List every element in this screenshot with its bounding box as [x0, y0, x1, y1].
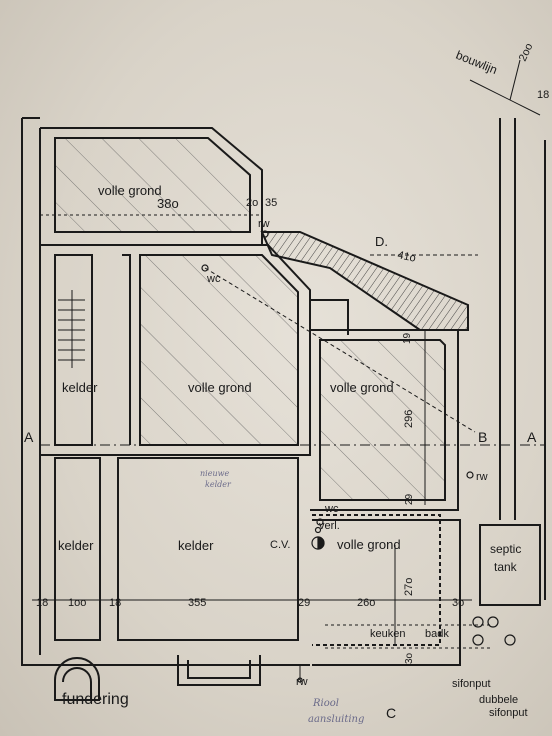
room-kelder-upper: kelder	[62, 380, 98, 395]
section-a-left: A	[24, 429, 34, 445]
d-label: D.	[375, 234, 388, 249]
handwritten-note-mid-1: nieuwe	[200, 469, 229, 478]
sifonput-label: sifonput	[452, 678, 491, 690]
dim-19: 19	[402, 332, 413, 344]
dim-260: 26o	[357, 597, 375, 609]
section-b: B	[478, 429, 487, 445]
badk-label: badk	[425, 628, 449, 640]
dim-100: 1oo	[68, 597, 86, 609]
fixtures	[201, 230, 516, 683]
dim-200: 2oo	[517, 42, 536, 64]
room-volle-grond-lower: volle grond	[337, 537, 401, 552]
dim-20: 2o	[246, 197, 258, 209]
verl-symbol	[314, 526, 322, 534]
room-volle-grond-right: volle grond	[330, 380, 394, 395]
sifonput-2-label: sifonput	[489, 707, 528, 719]
verl-label: verl.	[319, 520, 340, 532]
handwritten-note-riool: Riool	[312, 698, 339, 709]
rw-top-label: rw	[258, 218, 270, 230]
dim-35: 35	[265, 197, 277, 209]
dimension-lines	[32, 59, 545, 680]
room-kelder-lower-left: kelder	[58, 538, 94, 553]
dim-30: 3o	[452, 597, 464, 609]
septic-label-1: septic	[490, 542, 521, 556]
dim-volle-grond-top: 38o	[157, 196, 179, 211]
cv-label: C.V.	[270, 539, 290, 551]
stairs	[58, 290, 85, 368]
room-kelder-lower-center: kelder	[178, 538, 214, 553]
sifonput-symbol-2	[487, 616, 499, 628]
room-volle-grond-top: volle grond	[98, 183, 162, 198]
dim-355: 355	[188, 597, 206, 609]
dim-410: 41o	[396, 249, 416, 265]
walls	[21, 117, 546, 701]
rw-top-symbol	[261, 230, 269, 238]
sifonput-symbol-1	[472, 616, 484, 628]
rw-right-label: rw	[476, 471, 488, 483]
room-labels: volle grond 38o volle grond volle grond …	[58, 183, 521, 574]
wc-lower-symbol	[316, 518, 324, 526]
septic-label-2: tank	[494, 560, 518, 574]
dim-270: 27o	[403, 578, 415, 596]
rw-right-symbol	[466, 471, 474, 479]
annotation-labels: bouwlijn 2oo 18 2o 35 rw D. 41o wc 19 29…	[24, 42, 549, 725]
dim-18-top: 18	[537, 89, 549, 101]
dim-29-b: 29	[298, 597, 310, 609]
wc-upper-label: wc	[206, 273, 221, 285]
keuken-label: keuken	[370, 628, 405, 640]
dim-296: 296	[403, 410, 415, 428]
dim-18-b: 18	[109, 597, 121, 609]
dim-29-mid: 29	[404, 493, 415, 505]
room-volle-grond-center: volle grond	[188, 380, 252, 395]
wc-lower-label: wc	[324, 503, 339, 515]
dim-30-b: 3o	[404, 652, 415, 664]
handwritten-note-aansluiting: aansluiting	[308, 714, 364, 725]
section-a-right: A	[527, 429, 537, 445]
bouwlijn-label: bouwlijn	[454, 48, 499, 77]
dim-18-a: 18	[36, 597, 48, 609]
handwritten-note-mid-2: kelder	[205, 480, 232, 489]
wc-upper-symbol	[201, 264, 209, 272]
fundering-label: fundering	[62, 691, 129, 708]
section-c: C	[386, 705, 396, 721]
rw-bottom-label: rw	[296, 676, 308, 688]
dubbele-label: dubbele	[479, 694, 518, 706]
